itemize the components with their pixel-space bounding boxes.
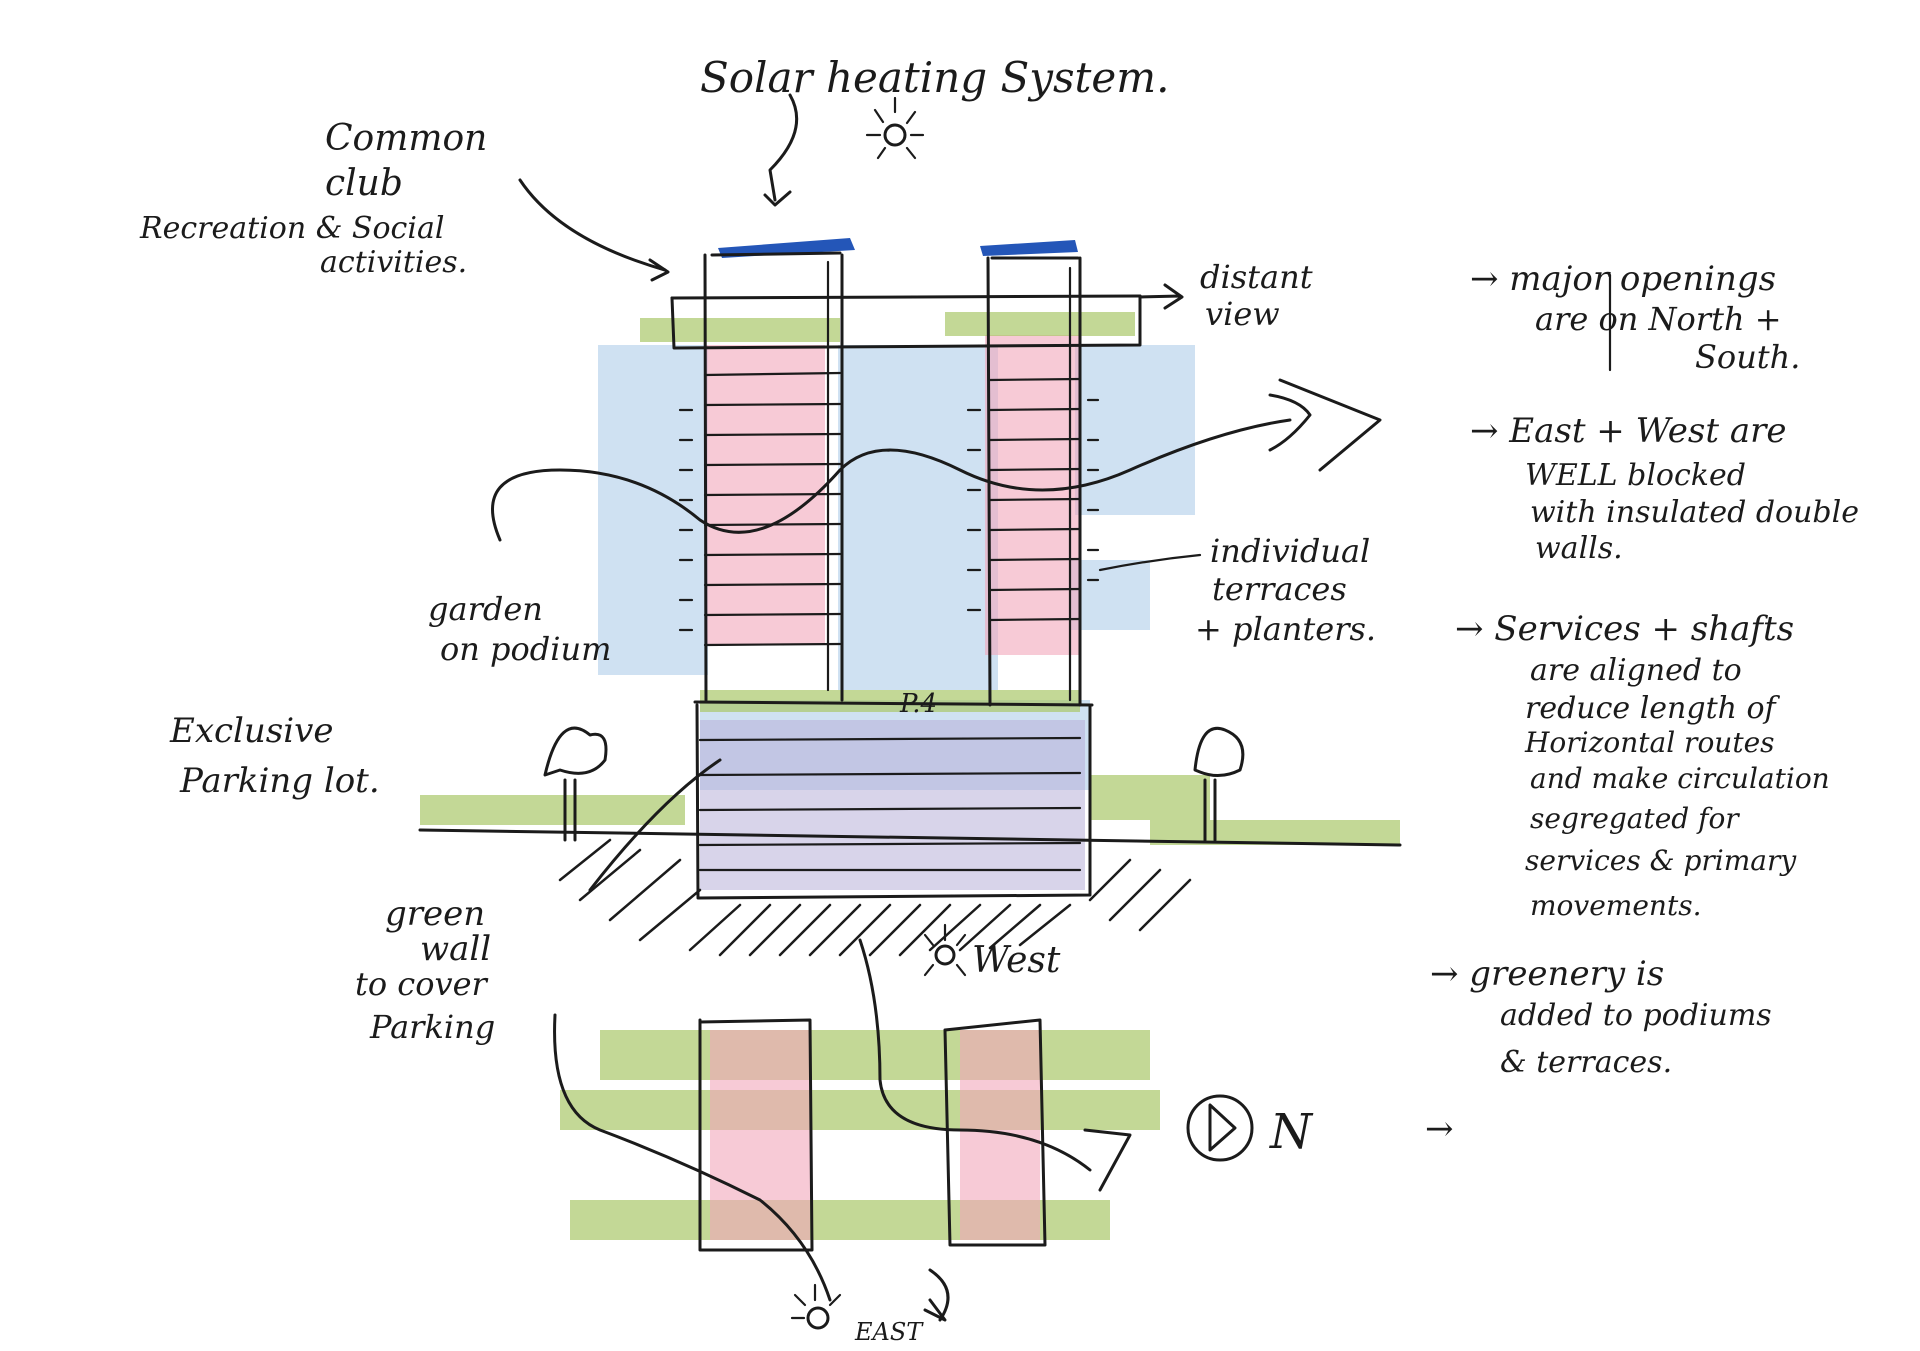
- label-recreation: Recreation & Social: [139, 211, 444, 246]
- note-2-line-2: WELL blocked: [1525, 458, 1746, 493]
- wind-arrow-upper: [491, 378, 1382, 542]
- roof-bar: [670, 294, 1142, 350]
- label-north: N: [1269, 1104, 1314, 1160]
- sun-west-icon: [923, 923, 967, 977]
- north-arrow-icon: [1186, 1094, 1254, 1162]
- note-4-line-3: & terraces.: [1500, 1045, 1672, 1080]
- sun-top-icon: [865, 96, 925, 160]
- sun-east-icon: [790, 1283, 842, 1330]
- label-west: West: [972, 940, 1061, 981]
- plan-wind-left: [553, 1013, 832, 1302]
- note-2-line-4: walls.: [1535, 531, 1623, 566]
- note-2-line-3: with insulated double: [1530, 495, 1859, 530]
- note-1-line-1: → major openings: [1470, 259, 1776, 299]
- label-common: Common: [325, 118, 487, 159]
- label-parking-lot: Parking lot.: [179, 761, 380, 801]
- ground-line: [418, 828, 1402, 847]
- label-solar-heating: Solar heating System.: [700, 53, 1169, 102]
- note-2-line-1: → East + West are: [1470, 411, 1786, 451]
- tree-right: [1193, 727, 1245, 842]
- label-podium-tag: P.4: [899, 689, 937, 719]
- distant-view-arrow: [1138, 283, 1184, 310]
- label-distant: distant: [1200, 258, 1313, 296]
- label-individual: individual: [1210, 532, 1370, 570]
- labels: Solar heating System. Common club Recrea…: [139, 53, 1376, 1346]
- label-activities: activities.: [320, 245, 467, 280]
- note-3-line-8: movements.: [1530, 889, 1701, 922]
- plan-block-left: [698, 1018, 814, 1252]
- terraces-pointer: [1098, 553, 1202, 572]
- plan-wind-arrow-head: [1083, 1128, 1132, 1192]
- label-planters: + planters.: [1195, 610, 1376, 648]
- note-3-line-1: → Services + shafts: [1455, 609, 1794, 649]
- label-garden: garden: [428, 590, 543, 628]
- podium-wash: [700, 720, 1085, 890]
- design-notes: → major openings are on North + South. →…: [1425, 259, 1859, 1149]
- plan-wind-right: [858, 938, 1092, 1172]
- note-4-line-2: added to podiums: [1500, 998, 1772, 1033]
- note-3-line-4: Horizontal routes: [1524, 726, 1775, 759]
- note-3-line-5: and make circulation: [1530, 762, 1830, 795]
- label-to-cover: to cover: [355, 965, 489, 1003]
- label-wall: wall: [420, 929, 491, 969]
- label-view: view: [1205, 295, 1280, 333]
- note-3-line-7: services & primary: [1525, 844, 1797, 877]
- note-3-line-2: are aligned to: [1530, 653, 1742, 688]
- label-terraces: terraces: [1212, 570, 1347, 608]
- label-exclusive: Exclusive: [169, 711, 333, 751]
- ground-hatch: [558, 838, 1192, 957]
- tower-left: [703, 251, 844, 702]
- label-club: club: [325, 163, 403, 204]
- note-1-line-2: are on North +: [1535, 300, 1782, 338]
- podium-box: [693, 700, 1094, 900]
- common-club-arrow-head: [648, 258, 670, 282]
- tree-left: [543, 726, 608, 842]
- common-club-arrow: [518, 178, 667, 272]
- note-3-line-3: reduce length of: [1525, 691, 1781, 726]
- green-wall-arrow: [588, 758, 722, 892]
- plan-drawing: [553, 923, 1254, 1330]
- note-5-line-1: →: [1425, 1109, 1454, 1149]
- floor-lines: [678, 371, 1100, 647]
- elevation-drawing: [418, 93, 1402, 957]
- solar-pointer-head: [763, 190, 792, 207]
- east-arrow: [923, 1268, 950, 1322]
- label-parking: Parking: [369, 1008, 495, 1046]
- plan-block-right: [943, 1018, 1047, 1247]
- solar-pointer-arrow: [768, 93, 799, 202]
- note-1-line-3: South.: [1695, 338, 1800, 376]
- note-4-line-1: → greenery is: [1430, 954, 1664, 994]
- label-on-podium: on podium: [440, 630, 611, 668]
- label-east: EAST: [854, 1318, 924, 1346]
- label-green: green: [385, 894, 485, 934]
- note-3-line-6: segregated for: [1530, 802, 1740, 835]
